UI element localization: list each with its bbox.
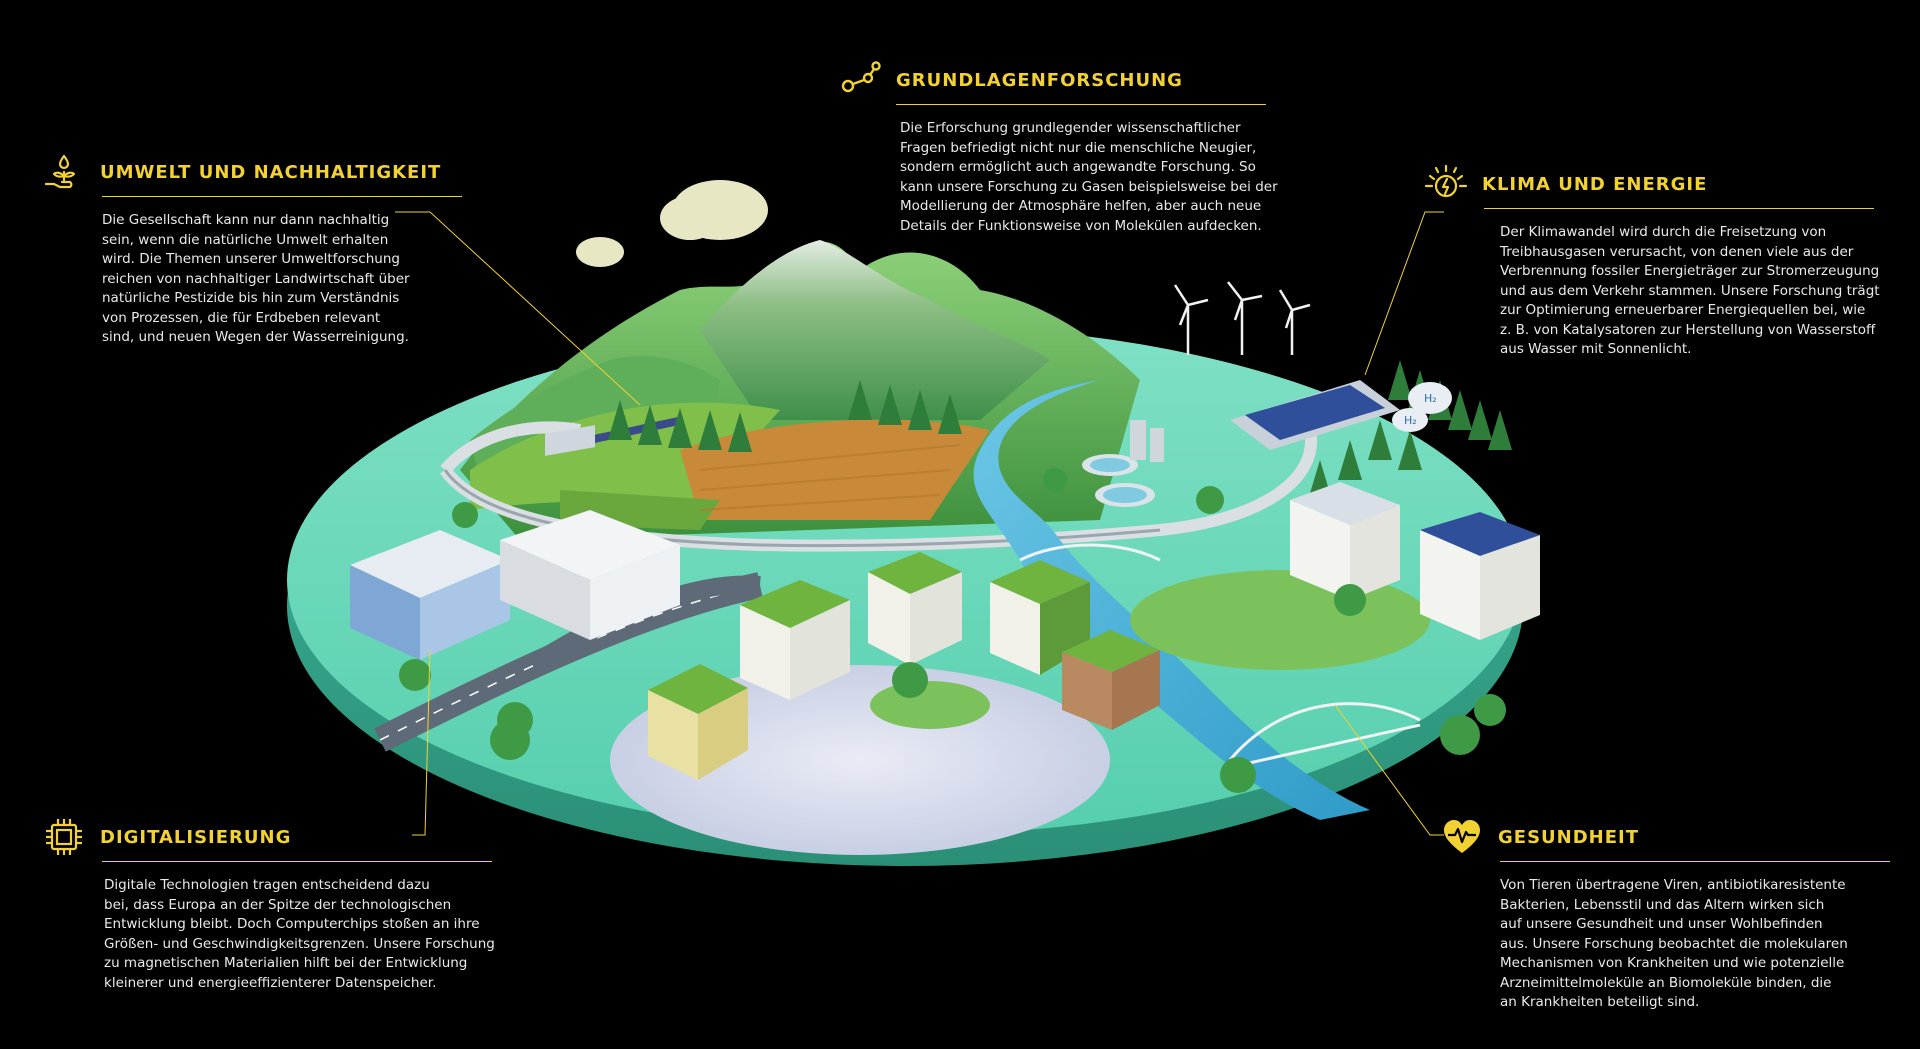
section-gesund-rule: [1500, 861, 1890, 862]
section-gesund-text: Von Tieren übertragene Viren, antibiotik…: [1500, 877, 1848, 1010]
health-buildings: [1130, 482, 1540, 670]
section-gesund: GESUNDHEIT Von Tieren übertragene Viren,…: [1440, 815, 1910, 1013]
wind-turbines: [1173, 281, 1311, 355]
section-digital: DIGITALISIERUNG Digitale Technologien tr…: [42, 815, 512, 993]
section-digital-header: DIGITALISIERUNG: [42, 815, 512, 859]
section-gesund-title: GESUNDHEIT: [1498, 826, 1639, 848]
water-treatment: [1082, 420, 1164, 507]
heart-pulse-icon: [1444, 820, 1480, 853]
section-grundlagen: GRUNDLAGENFORSCHUNG Die Erforschung grun…: [838, 58, 1278, 236]
section-digital-text: Digitale Technologien tragen entscheiden…: [104, 877, 495, 991]
section-grundlagen-header: GRUNDLAGENFORSCHUNG: [838, 58, 1258, 102]
section-grundlagen-text: Die Erforschung grundlegender wissenscha…: [900, 120, 1278, 234]
chip-icon: [46, 819, 82, 855]
h2-label-2: H₂: [1404, 414, 1417, 427]
section-klima-title: KLIMA UND ENERGIE: [1482, 173, 1708, 195]
section-klima-text: Der Klimawandel wird durch die Freisetzu…: [1500, 224, 1880, 357]
section-umwelt: UMWELT UND NACHHALTIGKEIT Die Gesellscha…: [42, 150, 462, 348]
leader-lines: [395, 211, 1444, 836]
section-umwelt-header: UMWELT UND NACHHALTIGKEIT: [42, 150, 442, 194]
research-buildings: [350, 425, 680, 660]
section-klima-rule: [1484, 208, 1874, 209]
bridges: [1019, 543, 1421, 767]
section-umwelt-title: UMWELT UND NACHHALTIGKEIT: [100, 161, 442, 183]
section-umwelt-rule: [102, 196, 462, 197]
residential-houses: [648, 552, 1160, 780]
h2-label-1: H₂: [1424, 392, 1437, 405]
clouds: [576, 180, 768, 267]
section-umwelt-text: Die Gesellschaft kann nur dann nachhalti…: [102, 212, 410, 345]
molecule-icon: [841, 61, 881, 93]
section-klima: KLIMA UND ENERGIE Der Klimawandel wird d…: [1424, 162, 1894, 360]
trees: [399, 468, 1506, 793]
section-grundlagen-rule: [896, 104, 1266, 105]
section-grundlagen-title: GRUNDLAGENFORSCHUNG: [896, 69, 1183, 91]
hand-plant-icon: [44, 154, 76, 189]
sun-energy-icon: [1424, 164, 1468, 198]
section-klima-header: KLIMA UND ENERGIE: [1424, 162, 1894, 206]
section-digital-title: DIGITALISIERUNG: [100, 826, 292, 848]
hydrogen-plant: H₂ H₂: [1230, 380, 1452, 450]
section-digital-rule: [102, 861, 492, 862]
section-gesund-header: GESUNDHEIT: [1440, 815, 1910, 859]
